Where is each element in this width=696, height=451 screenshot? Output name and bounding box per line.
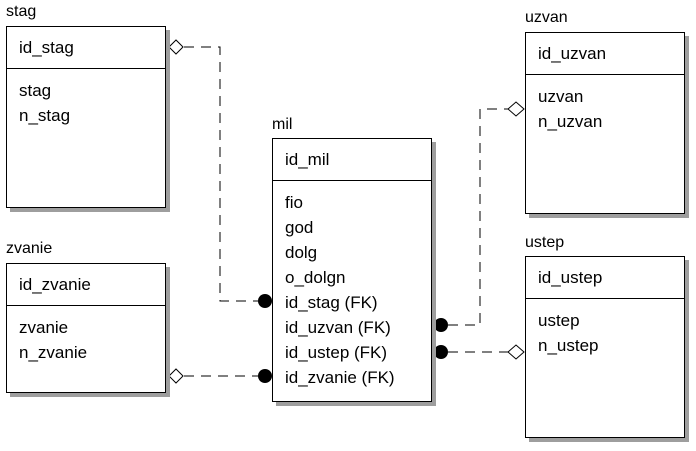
- entity-uzvan-pk: id_uzvan: [526, 33, 684, 75]
- rel-stag-one-diamond: [168, 39, 184, 55]
- attr-id-zvanie-fk: id_zvanie (FK): [285, 368, 395, 387]
- attr-fio: fio: [285, 193, 303, 212]
- attr-zvanie: zvanie: [19, 318, 69, 337]
- attr-id-stag-fk: id_stag (FK): [285, 293, 378, 312]
- entity-stag-pk: id_stag: [7, 27, 165, 69]
- attr-n-zvanie: n_zvanie: [19, 343, 88, 362]
- rel-uzvan-mil-line: [448, 108, 508, 326]
- entity-uzvan-title: uzvan: [525, 9, 568, 26]
- attr-n-ustep: n_ustep: [538, 336, 599, 355]
- entity-zvanie-pk: id_zvanie: [7, 264, 165, 306]
- attr-id-uzvan-fk: id_uzvan (FK): [285, 318, 391, 337]
- entity-zvanie-title: zvanie: [6, 240, 53, 257]
- rel-stag-many-dot: [258, 294, 272, 308]
- attr-god: god: [285, 218, 314, 237]
- rel-zvanie-many-dot: [258, 369, 272, 383]
- rel-uzvan-many-dot: [434, 318, 448, 332]
- entity-stag-attrs: stag n_stag: [7, 69, 165, 128]
- attr-o-dolgn: o_dolgn: [285, 268, 346, 287]
- attr-ustep: ustep: [538, 311, 580, 330]
- entity-mil-attrs: fio god dolg o_dolgn id_stag (FK) id_uzv…: [273, 181, 431, 390]
- entity-mil-box: id_mil fio god dolg o_dolgn id_stag (FK)…: [272, 138, 432, 402]
- attr-stag: stag: [19, 81, 52, 100]
- entity-mil-title: mil: [272, 116, 293, 133]
- attr-n-stag: n_stag: [19, 106, 71, 125]
- attr-id-ustep-fk: id_ustep (FK): [285, 343, 388, 362]
- rel-zvanie-one-diamond: [168, 368, 184, 384]
- rel-stag-mil-line: [184, 46, 258, 302]
- entity-uzvan-attrs: uzvan n_uzvan: [526, 75, 684, 134]
- entity-zvanie-box: id_zvanie zvanie n_zvanie: [6, 263, 166, 393]
- rel-ustep-many-dot: [434, 345, 448, 359]
- entity-zvanie-attrs: zvanie n_zvanie: [7, 306, 165, 365]
- entity-mil-pk: id_mil: [273, 139, 431, 181]
- entity-ustep-pk: id_ustep: [526, 257, 684, 299]
- entity-ustep-attrs: ustep n_ustep: [526, 299, 684, 358]
- entity-stag-box: id_stag stag n_stag: [6, 26, 166, 208]
- attr-dolg: dolg: [285, 243, 318, 262]
- rel-ustep-one-diamond: [507, 344, 525, 360]
- entity-ustep-title: ustep: [525, 234, 565, 251]
- entity-ustep-box: id_ustep ustep n_ustep: [525, 256, 685, 438]
- entity-stag-title: stag: [6, 3, 37, 20]
- attr-n-uzvan: n_uzvan: [538, 112, 603, 131]
- rel-uzvan-one-diamond: [507, 101, 525, 117]
- attr-uzvan: uzvan: [538, 87, 584, 106]
- entity-uzvan-box: id_uzvan uzvan n_uzvan: [525, 32, 685, 214]
